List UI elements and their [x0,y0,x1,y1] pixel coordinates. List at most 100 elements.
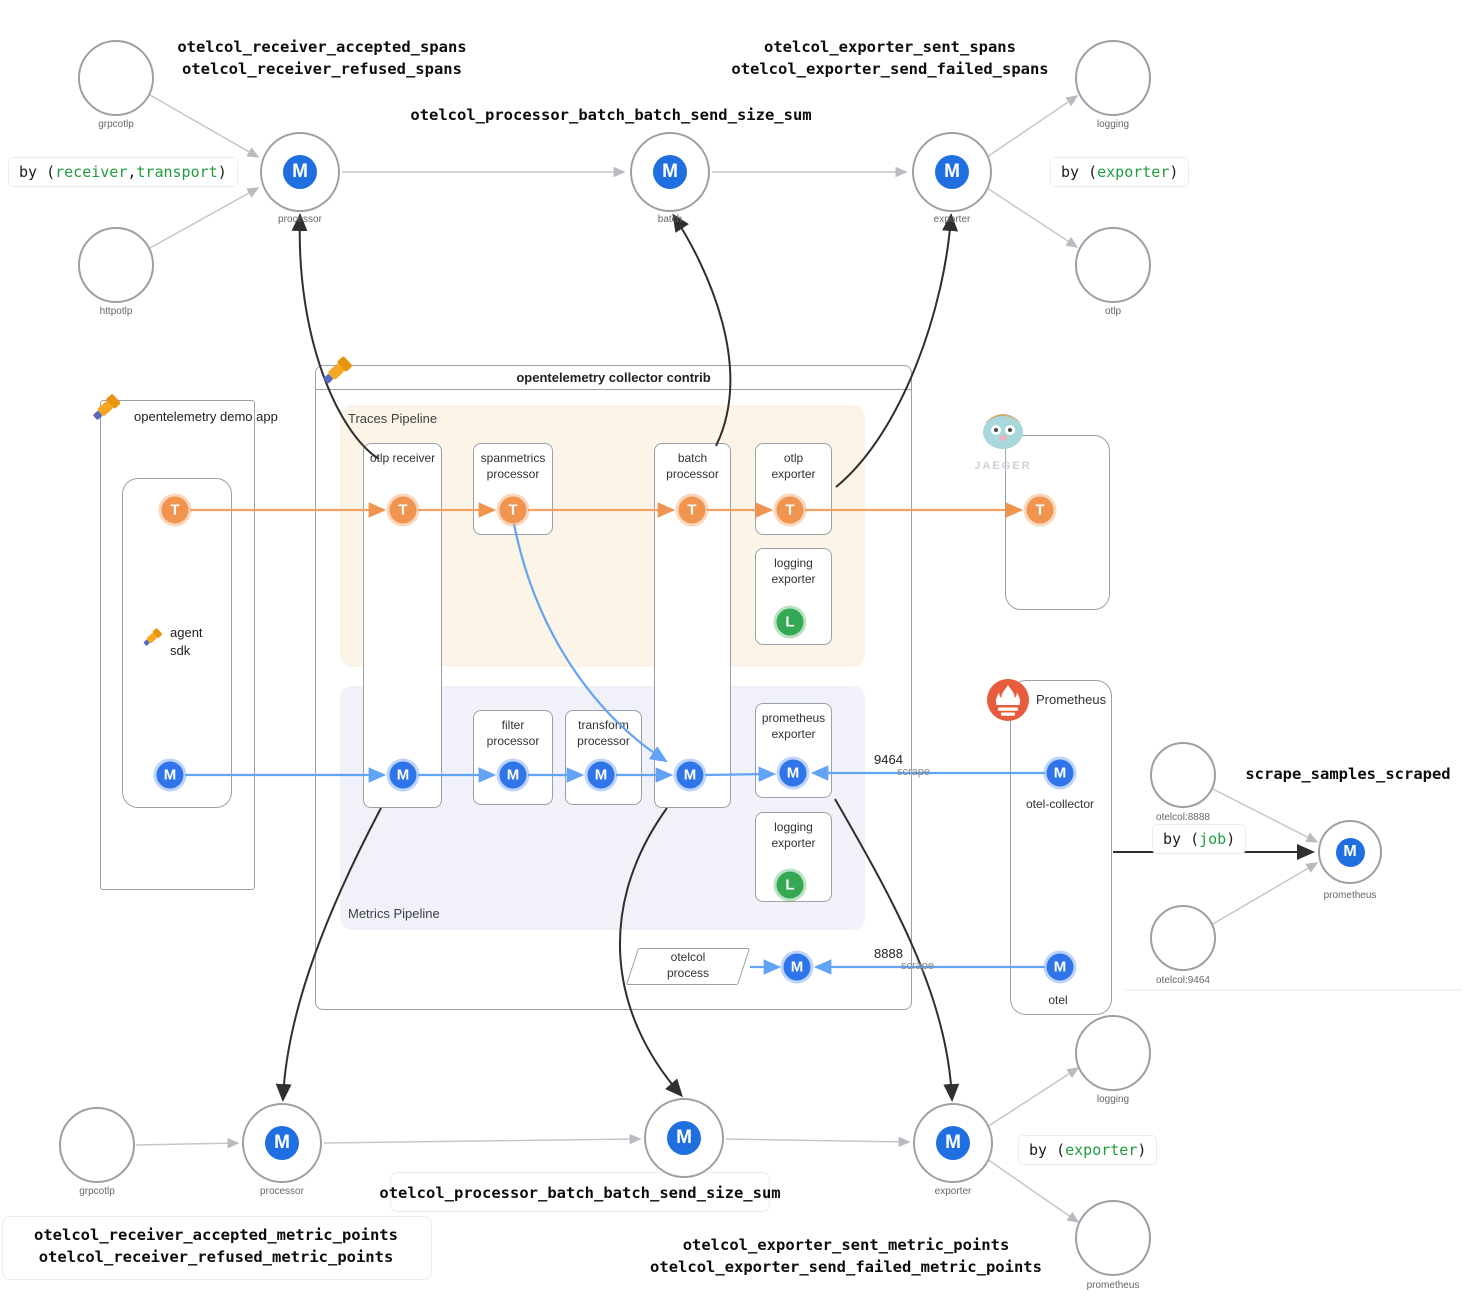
by-dimension: transport [136,163,218,181]
telescope-icon [140,624,166,655]
target-label-otel-collector: otel-collector [1025,797,1095,811]
node-grpcotlp [78,40,154,116]
metric-badge-icon: M [783,953,811,981]
trace-badge-icon: T [1026,496,1054,524]
component-label: batch processor [666,451,719,481]
prometheus-label: Prometheus [1036,692,1107,707]
metric-name-scrape-samples: scrape_samples_scraped [1245,765,1451,783]
label-outline-box [390,1172,770,1212]
metric-node-processor-bottom: M [242,1103,322,1183]
metrics-pipeline-label: Metrics Pipeline [348,906,440,921]
by-text: ) [217,163,227,181]
metric-m-icon: M [653,155,687,189]
metric-name-exporter-points: otelcol_exporter_sent_metric_points otel… [650,1236,1042,1277]
scrape-action-label: scrape [901,960,935,972]
scrape-action-label: scrape [897,766,931,778]
metric-badge-icon: M [779,759,807,787]
telescope-icon [88,388,126,431]
metric-node-label: processor [260,1186,304,1197]
by-text: , [127,163,137,181]
by-dimension: job [1199,830,1227,848]
prometheus-logo [986,678,1030,727]
agent-sdk-box [122,478,232,808]
group-by-exporter-label: by (exporter) [1050,157,1190,187]
traces-pipeline-label: Traces Pipeline [348,411,438,426]
metric-badge-icon: M [1046,953,1074,981]
port-label-9464: 9464 [874,752,903,767]
component-label: prometheus exporter [761,711,826,741]
otelcol-process-label: otelcol process [666,950,710,980]
metric-name-batch-send-size: otelcol_processor_batch_batch_send_size_… [410,106,812,124]
metric-badge-icon: M [587,761,615,789]
node-label-grpcotlp: grpcotlp [79,1186,115,1197]
metric-m-icon: M [265,1126,299,1160]
trace-badge-icon: T [499,496,527,524]
metric-node-label: processor [278,214,322,225]
by-text: by ( [1061,163,1098,181]
node-label-otlp: otlp [1104,306,1122,317]
node-httpotlp [78,227,154,303]
component-prometheus-exporter: prometheus exporter [755,703,832,798]
by-text: by ( [1163,830,1200,848]
log-badge-icon: L [776,608,804,636]
component-label: otlp receiver [369,451,436,465]
jaeger-wordmark: JAEGER [974,460,1032,472]
node-label-otelcol-9464: otelcol:9464 [1156,975,1210,986]
component-label: logging exporter [771,556,816,586]
node-label-httpotlp: httpotlp [99,306,133,317]
metric-node-batch: M [630,132,710,212]
metric-name-receiver-spans: otelcol_receiver_accepted_spans otelcol_… [177,38,467,79]
metric-name-exporter-spans: otelcol_exporter_sent_spans otelcol_expo… [731,38,1049,79]
label-outline-box [2,1216,432,1280]
metric-node-label: prometheus [1323,890,1377,901]
group-by-exporter-label-bottom: by (exporter) [1018,1135,1158,1165]
log-badge-icon: L [776,871,804,899]
jaeger-box [1005,435,1110,610]
node-label-logging: logging [1096,119,1130,130]
telescope-icon [318,350,358,395]
node-label-otelcol-8888: otelcol:8888 [1156,812,1210,823]
component-label: otlp exporter [771,451,816,481]
node-otelcol-9464 [1150,905,1216,971]
metric-m-icon: M [935,155,969,189]
trace-badge-icon: T [776,496,804,524]
trace-badge-icon: T [161,496,189,524]
trace-badge-icon: T [389,496,417,524]
metric-m-icon: M [283,155,317,189]
metric-badge-icon: M [156,761,184,789]
component-label: spanmetrics processor [480,451,546,481]
metric-badge-icon: M [676,761,704,789]
by-text: by ( [1029,1141,1066,1159]
metric-m-icon: M [1335,837,1365,867]
metric-badge-icon: M [499,761,527,789]
by-dimension: receiver [55,163,128,181]
metric-node-batch-bottom: M [644,1098,724,1178]
component-label: filter processor [486,718,540,748]
metric-m-icon: M [936,1126,970,1160]
node-grpcotlp-bottom [59,1107,135,1183]
node-otelcol-8888 [1150,742,1216,808]
node-prometheus-bottom [1075,1200,1151,1276]
metric-node-label: batch [657,214,683,225]
target-label-otel: otel [1048,993,1068,1007]
node-logging-bottom [1075,1015,1151,1091]
by-dimension: exporter [1065,1141,1138,1159]
component-transform-processor: transform processor [565,710,642,805]
node-label-logging: logging [1096,1094,1130,1105]
component-label: logging exporter [771,820,816,850]
metric-name-receiver-points: otelcol_receiver_accepted_metric_points … [34,1226,398,1267]
by-text: ) [1137,1141,1147,1159]
by-text: ) [1226,830,1236,848]
group-by-receiver-transport-label: by (receiver,transport) [8,157,238,187]
metric-node-processor: M [260,132,340,212]
metric-node-label: exporter [933,214,971,225]
metric-badge-icon: M [1046,759,1074,787]
port-label-8888: 8888 [874,946,903,961]
metric-node-label: exporter [934,1186,972,1197]
metric-name-batch-send-size-bottom: otelcol_processor_batch_batch_send_size_… [379,1184,781,1202]
by-dimension: exporter [1097,163,1170,181]
by-text: ) [1169,163,1179,181]
metric-badge-icon: M [389,761,417,789]
component-label: transform processor [577,718,630,748]
